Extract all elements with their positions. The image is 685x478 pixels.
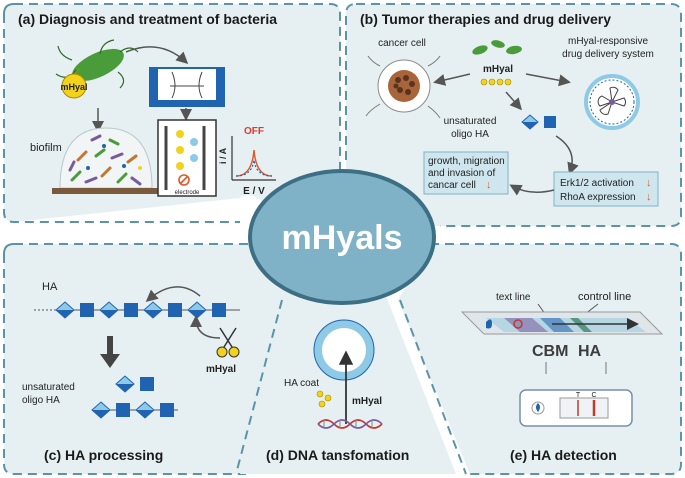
panel-d bbox=[240, 296, 456, 474]
divider-d-e bbox=[399, 299, 467, 475]
arrow-to-dds bbox=[525, 73, 571, 87]
arrow-cleave-2 bbox=[190, 315, 221, 339]
electrode-cell bbox=[157, 119, 217, 197]
text-line-label: text line bbox=[496, 292, 531, 303]
rhoa-arrow: ↓ bbox=[646, 191, 652, 203]
cbm-label: CBM bbox=[532, 343, 568, 360]
panel-c bbox=[3, 243, 332, 475]
ha-chain bbox=[34, 301, 240, 319]
rhoa-label: RhoA expression bbox=[560, 192, 636, 203]
dds-nanoparticle bbox=[584, 74, 640, 130]
biofilm-illustration bbox=[52, 127, 160, 194]
mhyals-hub bbox=[248, 169, 436, 305]
arrow-to-growth bbox=[509, 184, 555, 196]
oligo-label-c-1: unsaturated bbox=[22, 382, 75, 393]
erk-box bbox=[553, 171, 659, 207]
dna-icon bbox=[317, 419, 383, 429]
panel-c-title: (c) HA processing bbox=[44, 447, 163, 463]
electrode-label: electrode bbox=[175, 190, 200, 196]
growth-label-2: and invasion of bbox=[428, 168, 495, 179]
c-label: C bbox=[591, 392, 596, 399]
biofilm-label: biofilm bbox=[30, 142, 62, 154]
dds-label-1: mHyal-responsive bbox=[568, 36, 648, 47]
hub-label: mHyals bbox=[282, 219, 403, 257]
oligo-ha-c bbox=[91, 375, 178, 419]
oligo-label-b-1: unsaturated bbox=[444, 116, 497, 127]
scissors-icon bbox=[216, 327, 240, 358]
panel-b-title: (b) Tumor therapies and drug delivery bbox=[360, 11, 611, 27]
mhyal-label-d: mHyal bbox=[352, 396, 382, 407]
growth-box bbox=[423, 151, 509, 195]
mhyal-label-b: mHyal bbox=[483, 64, 513, 75]
cv-plot bbox=[231, 136, 276, 181]
cancer-cell-label: cancer cell bbox=[378, 38, 426, 49]
mhyal-dots-b bbox=[480, 78, 512, 86]
arrow-cleave-1 bbox=[145, 286, 201, 302]
electrochemical-cell-top bbox=[149, 67, 225, 107]
erk-label: Erk1/2 activation bbox=[560, 178, 634, 189]
arrow-to-erk bbox=[555, 135, 579, 175]
bacterium-icon bbox=[55, 39, 139, 99]
arrow-to-oligo bbox=[505, 91, 522, 111]
panel-e-title: (e) HA detection bbox=[510, 447, 617, 463]
dds-label-2: drug delivery system bbox=[562, 49, 654, 60]
bacteria-icons-b bbox=[472, 40, 522, 55]
mhyal-label-c: mHyal bbox=[206, 364, 236, 375]
oligo-ha-b bbox=[521, 114, 556, 130]
mhyal-dots-d bbox=[316, 390, 332, 408]
cancer-cell-illustration bbox=[365, 55, 441, 119]
off-label: OFF bbox=[244, 126, 264, 137]
panel-d-title: (d) DNA tansfomation bbox=[266, 447, 409, 463]
oligo-label-b-2: oligo HA bbox=[451, 129, 489, 140]
thick-arrow-head bbox=[100, 354, 120, 368]
oligo-label-c-2: oligo HA bbox=[22, 395, 60, 406]
t-label: T bbox=[576, 392, 581, 399]
panel-a-title: (a) Diagnosis and treatment of bacteria bbox=[18, 11, 277, 27]
ha-coat-cell bbox=[313, 319, 375, 381]
arrow-to-cell bbox=[125, 46, 189, 65]
test-strip bbox=[460, 311, 664, 335]
erk-arrow: ↓ bbox=[646, 177, 652, 189]
test-device bbox=[519, 389, 633, 427]
cv-ylabel: i / A bbox=[218, 147, 228, 164]
ha-label-c: HA bbox=[42, 281, 58, 293]
ha-label-e: HA bbox=[578, 343, 602, 360]
growth-arrow: ↓ bbox=[486, 179, 492, 191]
growth-label-3: cancar cell bbox=[428, 180, 476, 191]
arrow-to-cancer bbox=[433, 73, 471, 86]
device-pointers bbox=[545, 362, 607, 374]
cv-xlabel: E / V bbox=[243, 186, 265, 197]
growth-label-1: growth, migration bbox=[428, 156, 505, 167]
ha-coat-label: HA coat bbox=[284, 378, 319, 389]
control-line-label: control line bbox=[578, 291, 631, 303]
mhyal-label-a: mHyal bbox=[60, 82, 87, 92]
